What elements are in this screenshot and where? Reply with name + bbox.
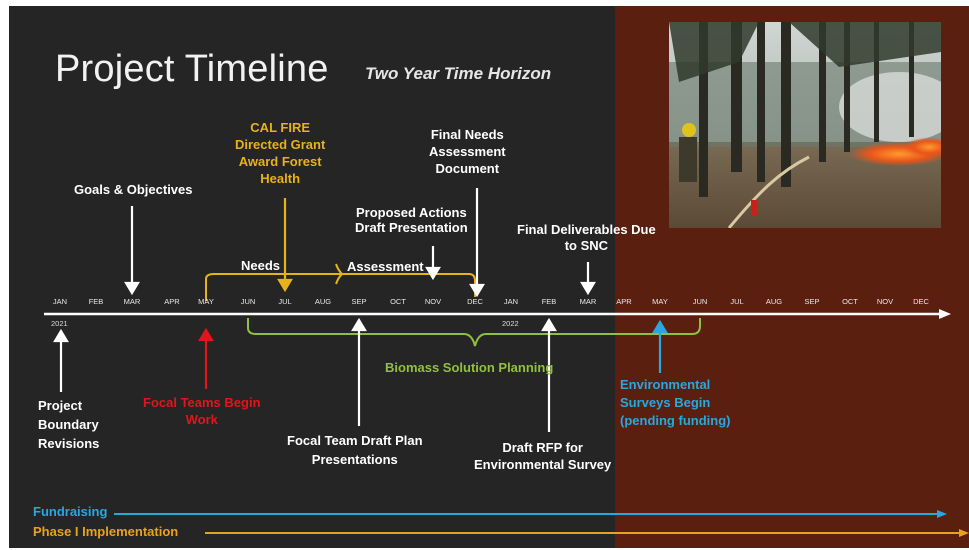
bracket-divider [335,263,344,285]
needs-label: Needs [241,258,281,273]
goals-label: Goals & Objectives [74,182,193,197]
month-label: JUN [692,297,708,306]
focal-teams-label: Focal Teams Begin Work [143,395,261,427]
month-label: OCT [390,297,406,306]
forest-fire-photo [669,22,941,228]
final-deliverables-label: Final Deliverables Due to SNC [517,222,656,253]
proposed-actions-label: Proposed Actions Draft Presentation [355,205,468,235]
timeline-slide: Project Timeline Two Year Time Horizon [9,6,969,548]
month-label: AUG [314,297,332,306]
env-surveys-label: Environmental Surveys Begin (pending fun… [620,377,731,428]
fundraising-arrowhead [937,510,947,518]
assessment-label: Assessment [347,259,424,274]
month-label: OCT [842,297,858,306]
phase1-label: Phase I Implementation [33,524,179,539]
month-label: DEC [467,297,483,306]
project-boundary-label: Project Boundary Revisions [38,398,100,451]
timeline-axis-arrowhead [939,309,951,319]
focal-team-draft-label: Focal Team Draft Plan Presentations [287,433,423,467]
month-label: JUL [730,297,744,306]
month-label: MAR [123,297,141,306]
month-label: SEP [351,297,367,306]
page-title: Project Timeline [55,48,329,90]
year-label: 2021 [51,319,68,328]
month-label: JAN [52,297,68,306]
draft-rfp-label: Draft RFP for Environmental Survey [474,440,612,472]
year-label: 2022 [502,319,519,328]
month-label: JUN [240,297,256,306]
month-label: SEP [804,297,820,306]
month-label: AUG [765,297,783,306]
month-label: FEB [88,297,104,306]
final-needs-label: Final Needs Assessment Document [429,127,506,176]
timeline-graphics [44,188,969,537]
month-label: MAY [652,297,668,306]
month-label: DEC [913,297,929,306]
fundraising-label: Fundraising [33,504,108,519]
month-label: MAR [579,297,597,306]
biomass-bracket [247,318,701,347]
phase1-arrowhead [959,529,969,537]
biomass-label: Biomass Solution Planning [385,360,554,375]
month-label: APR [616,297,632,306]
month-label: NOV [424,297,442,306]
month-label: FEB [541,297,557,306]
page-subtitle: Two Year Time Horizon [365,64,552,83]
month-label: JUL [278,297,292,306]
calfire-label: CAL FIRE Directed Grant Award Forest Hea… [235,120,326,186]
month-label: APR [164,297,180,306]
month-label: MAY [198,297,214,306]
month-label: NOV [876,297,894,306]
month-label: JAN [503,297,519,306]
